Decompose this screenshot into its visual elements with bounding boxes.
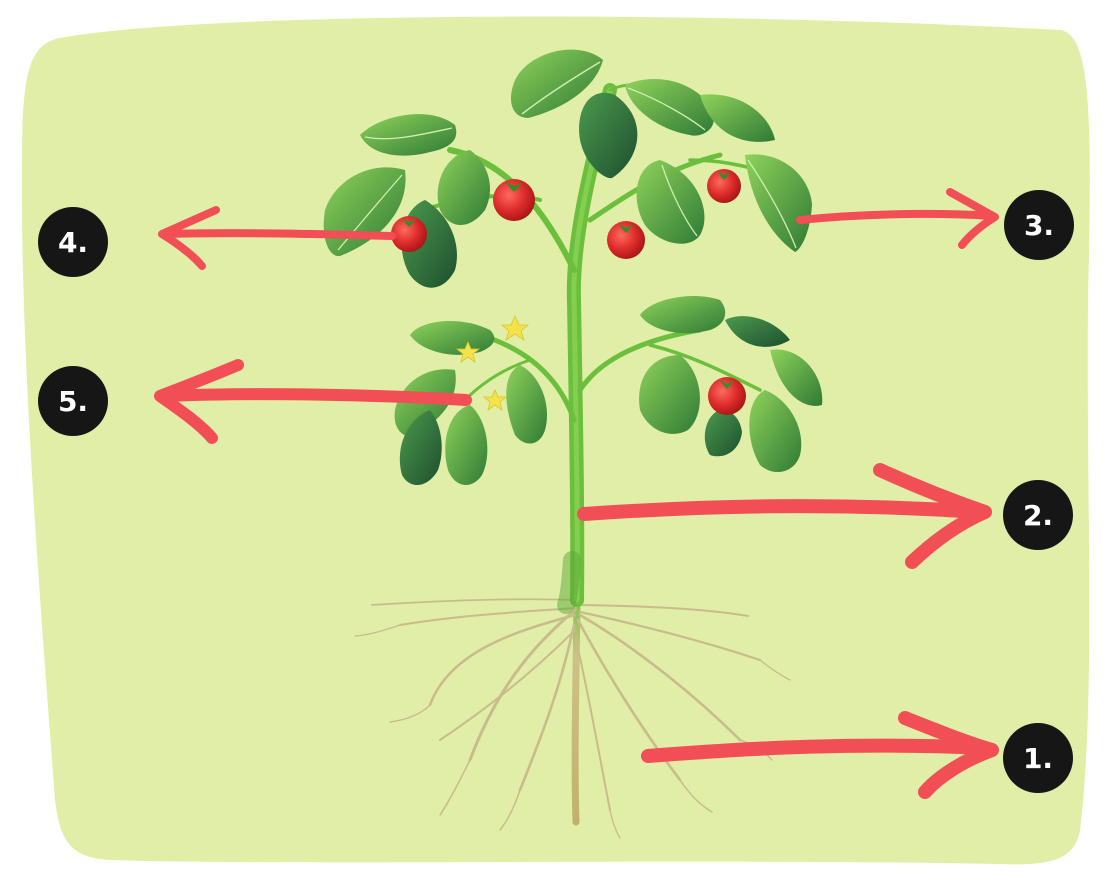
tomato — [707, 169, 741, 203]
label-2-badge: 2. — [1003, 480, 1073, 550]
label-1-text: 1. — [1023, 742, 1053, 775]
tomato — [607, 221, 645, 259]
label-4-text: 4. — [58, 226, 88, 259]
background-panel — [22, 17, 1090, 865]
tomato — [493, 179, 535, 221]
label-1-badge: 1. — [1003, 723, 1073, 793]
label-5-badge: 5. — [38, 366, 108, 436]
label-3-text: 3. — [1024, 209, 1054, 242]
label-2-text: 2. — [1023, 499, 1053, 532]
label-5-text: 5. — [58, 385, 88, 418]
label-4-badge: 4. — [38, 207, 108, 277]
tomato — [391, 216, 427, 252]
label-3-badge: 3. — [1004, 190, 1074, 260]
tomato — [708, 377, 746, 415]
